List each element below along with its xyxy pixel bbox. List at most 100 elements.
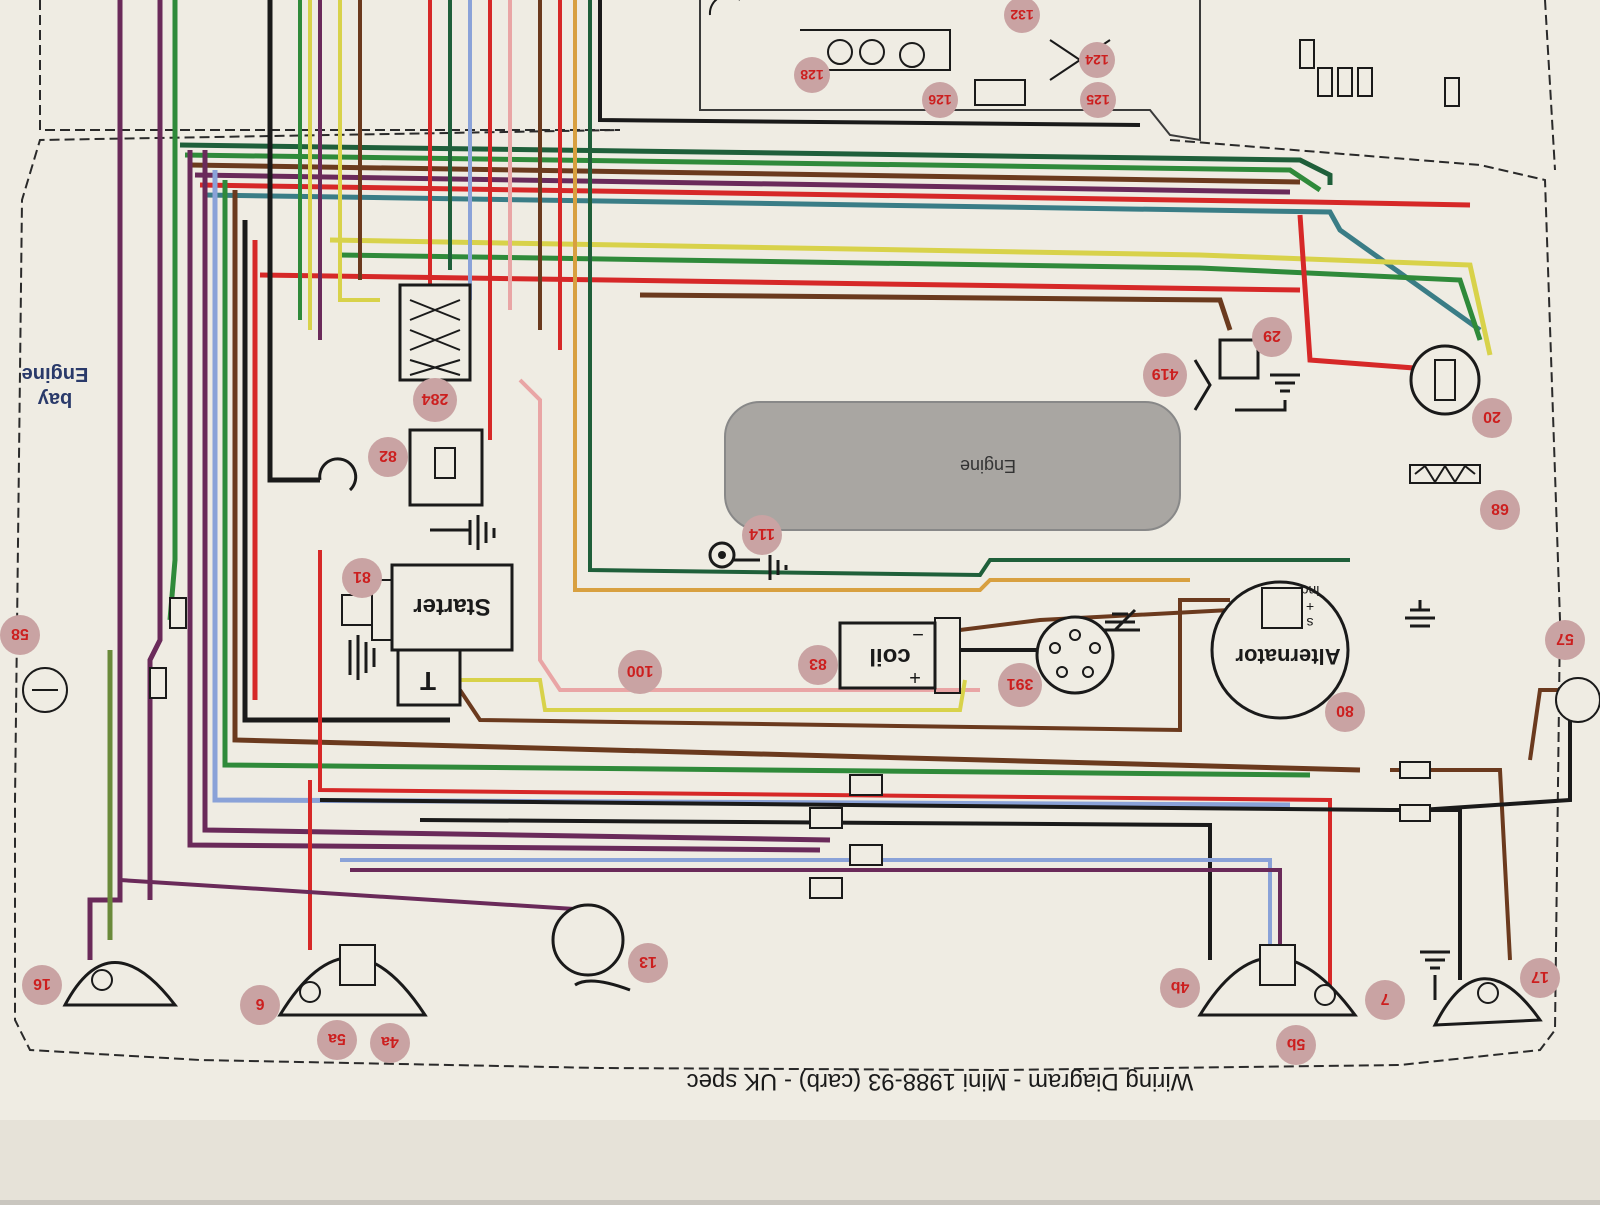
coil-83: coil + − [838, 617, 961, 694]
diagram-title: Wiring Diagram - Mini 1988-93 (carb) - U… [687, 1068, 1194, 1095]
label-83: 83 [798, 645, 838, 685]
ignition-wires [450, 378, 1231, 733]
label-20: 20 [1472, 398, 1512, 438]
label-126: 126 [922, 82, 958, 118]
label-4a: 4a [370, 1023, 410, 1063]
label-125: 125 [1080, 82, 1116, 118]
svg-text:7: 7 [1380, 990, 1389, 1007]
label-132: 132 [1004, 0, 1040, 33]
label-7: 7 [1365, 980, 1405, 1020]
svg-text:81: 81 [353, 568, 371, 585]
resistor-68 [1409, 464, 1481, 484]
svg-text:132: 132 [1010, 7, 1034, 23]
sensor-20 [1409, 344, 1481, 416]
alternator-terminal-ind: ind [1301, 583, 1320, 599]
headlamp-4b [1197, 944, 1358, 1017]
svg-text:284: 284 [422, 390, 449, 407]
label-419: 419 [1143, 353, 1187, 397]
label-100: 100 [618, 650, 662, 694]
coil-plus-label: + [909, 666, 921, 688]
svg-text:83: 83 [809, 655, 827, 672]
svg-text:128: 128 [800, 67, 824, 83]
svg-text:126: 126 [928, 92, 952, 108]
svg-text:5b: 5b [1286, 1035, 1305, 1052]
starter-label: Starter [413, 593, 490, 620]
label-128: 128 [794, 57, 830, 93]
top-region-boundary [39, 0, 620, 131]
headlamp-6 [277, 944, 428, 1017]
label-29: 29 [1252, 317, 1292, 357]
label-82: 82 [368, 437, 408, 477]
label-114: 114 [742, 515, 782, 555]
starter-81: Starter T [341, 563, 514, 707]
label-391: 391 [998, 663, 1042, 707]
label-68: 68 [1480, 490, 1520, 530]
starter-terminal: T [420, 666, 436, 696]
fuse-unit [318, 457, 358, 492]
engine-label: Engine [960, 456, 1016, 476]
label-81: 81 [342, 558, 382, 598]
svg-text:124: 124 [1085, 52, 1109, 68]
svg-text:419: 419 [1152, 365, 1179, 382]
lamp-58 [22, 667, 68, 713]
svg-text:114: 114 [749, 525, 775, 542]
sensor-114 [708, 541, 736, 569]
svg-text:125: 125 [1086, 92, 1110, 108]
svg-text:4a: 4a [381, 1033, 399, 1050]
svg-text:68: 68 [1491, 500, 1509, 517]
motor-29 [1218, 338, 1260, 380]
alternator-label: Alternator [1235, 644, 1341, 669]
label-57: 57 [1545, 620, 1585, 660]
label-16: 16 [22, 965, 62, 1005]
component-labels: 58 16 6 5a 4a 13 82 81 284 100 83 391 11… [0, 0, 1585, 1065]
svg-text:57: 57 [1556, 630, 1574, 647]
coil-label: coil [869, 643, 910, 670]
svg-text:80: 80 [1336, 702, 1354, 719]
headlamp-17 [1432, 977, 1543, 1027]
lamp-57 [1555, 677, 1600, 723]
svg-text:4b: 4b [1170, 978, 1189, 995]
label-6: 6 [240, 985, 280, 1025]
label-17: 17 [1520, 958, 1560, 998]
upper-panel-outline [699, 0, 1201, 142]
label-5a: 5a [317, 1020, 357, 1060]
svg-text:29: 29 [1263, 327, 1281, 344]
svg-text:6: 6 [255, 995, 264, 1012]
label-284: 284 [413, 378, 457, 422]
svg-text:20: 20 [1483, 408, 1501, 425]
coil-minus-label: − [912, 623, 924, 645]
main-harness [179, 142, 1493, 373]
upper-harness [298, 0, 1350, 592]
ground-symbols [348, 373, 1450, 1000]
left-vertical-harness [87, 0, 1361, 960]
svg-text:58: 58 [11, 625, 29, 642]
label-13: 13 [628, 943, 668, 983]
alternator-80: Alternator ind + s [1210, 580, 1350, 720]
alternator-terminal-plus: + [1306, 599, 1314, 615]
headlamp-16 [62, 961, 179, 1007]
paper-bottom-shade [0, 1120, 1600, 1200]
fuse-419 [1193, 359, 1212, 411]
label-58: 58 [0, 615, 40, 655]
alternator-terminal-s: s [1307, 615, 1314, 631]
svg-text:5a: 5a [328, 1030, 346, 1047]
label-80: 80 [1325, 692, 1365, 732]
engine-bay-boundary [14, 129, 1562, 1072]
svg-text:17: 17 [1531, 968, 1549, 985]
label-4b: 4b [1160, 968, 1200, 1008]
distributor-391 [1035, 615, 1115, 695]
right-region-boundary [1544, 0, 1556, 171]
horn-13 [551, 903, 631, 992]
engine-block: Engine [724, 401, 1181, 531]
engine-bay-label-line1: Engine [22, 363, 89, 385]
svg-text:391: 391 [1007, 675, 1034, 692]
label-5b: 5b [1276, 1025, 1316, 1065]
connector-block-284 [398, 283, 472, 382]
relay-82 [408, 428, 484, 507]
inline-connectors [149, 39, 1460, 899]
svg-text:100: 100 [627, 662, 654, 679]
engine-bay-label-line2: bay [37, 388, 72, 410]
